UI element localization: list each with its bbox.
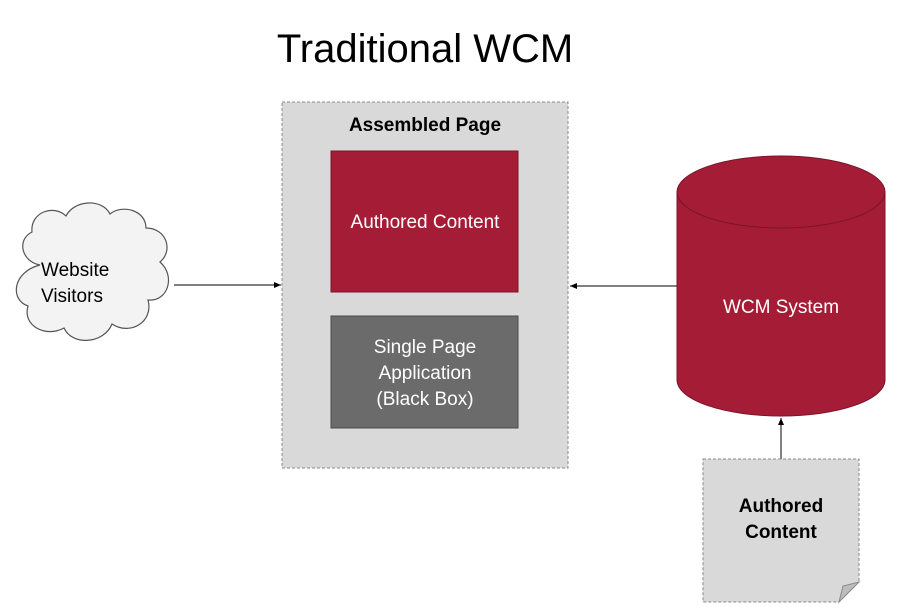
- doc-label-line-1: Authored: [739, 496, 823, 517]
- wcm-system-label: WCM System: [723, 297, 839, 318]
- visitors-label-line-2: Visitors: [41, 286, 103, 307]
- cylinder-body: [676, 191, 886, 417]
- authored-content-label: Authored Content: [351, 212, 501, 233]
- doc-label-line-2: Content: [745, 522, 817, 543]
- website-visitors-cloud: Website Visitors: [15, 202, 170, 341]
- spa-label-line-3: (Black Box): [376, 389, 473, 410]
- spa-box: [330, 315, 519, 429]
- cloud-shape: [15, 202, 170, 341]
- document-folded-corner: [838, 581, 861, 604]
- cylinder-top: [676, 155, 886, 229]
- visitors-label-line-1: Website: [41, 260, 109, 281]
- document-shape: [702, 458, 860, 603]
- wcm-system-cylinder: WCM System: [676, 155, 886, 417]
- assembled-page-label: Assembled Page: [349, 115, 501, 136]
- diagram-title: Traditional WCM: [277, 27, 573, 71]
- spa-label-line-1: Single Page: [374, 337, 476, 358]
- authored-content-box: [330, 150, 519, 293]
- assembled-page-container: Assembled Page Authored Content Single P…: [281, 101, 569, 469]
- authored-content-document: Authored Content: [702, 458, 861, 604]
- spa-label-line-2: Application: [379, 363, 472, 384]
